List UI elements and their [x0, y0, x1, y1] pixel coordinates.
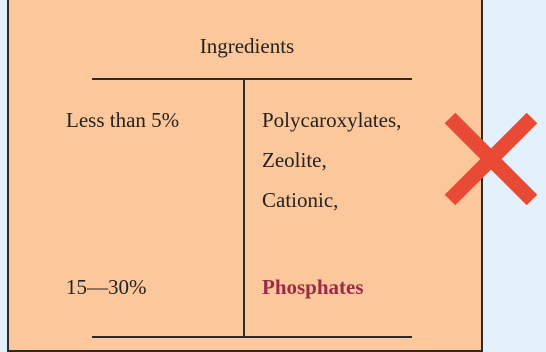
cross-mark-icon [444, 112, 538, 206]
table-heading: Ingredients [199, 34, 295, 58]
header-rule [92, 78, 412, 80]
footer-rule [92, 336, 412, 338]
column-divider [243, 78, 245, 338]
ingredient-item: Cationic, [262, 188, 339, 212]
ingredient-item-highlighted: Phosphates [262, 275, 364, 299]
ingredients-card: Ingredients Less than 5% Polycaroxylates… [7, 0, 483, 352]
ingredient-item: Polycaroxylates, [262, 108, 402, 132]
row-amount-high: 15—30% [66, 275, 147, 299]
ingredient-item: Zeolite, [262, 148, 327, 172]
row-amount-low: Less than 5% [66, 108, 180, 132]
